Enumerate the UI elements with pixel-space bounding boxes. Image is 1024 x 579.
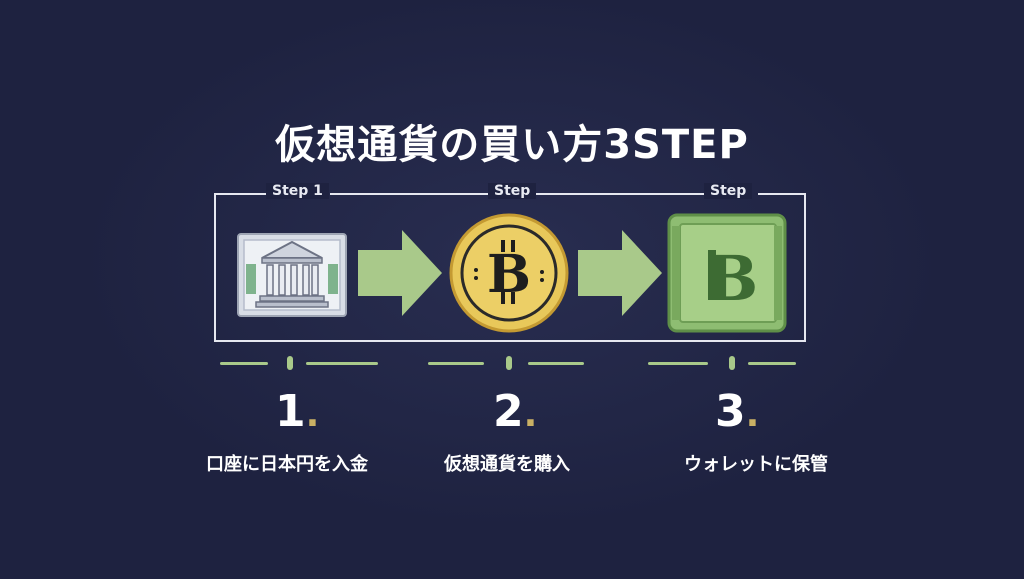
step-1-number: 1. (275, 386, 319, 437)
frame-top-segment (214, 193, 268, 195)
timeline-segment (528, 362, 584, 365)
step-2-number: 2. (493, 386, 537, 437)
number-dot: . (523, 394, 538, 435)
arrow-right-icon (578, 230, 662, 316)
bank-icon (237, 233, 347, 317)
timeline-marker (506, 356, 512, 370)
page-title: 仮想通貨の買い方3STEP (275, 122, 749, 168)
svg-text:B: B (487, 244, 531, 305)
wallet-icon: B (667, 213, 787, 333)
step-1-description: 口座に日本円を入金 (206, 454, 368, 475)
number-dot: . (305, 394, 320, 435)
step-3-label: Step (704, 183, 753, 199)
frame-top-segment (330, 193, 492, 195)
timeline-segment (428, 362, 484, 365)
frame-top-segment (534, 193, 708, 195)
step-1-label: Step 1 (266, 183, 329, 199)
step-3-number-text: 3 (715, 386, 746, 437)
step-1-number-text: 1 (275, 386, 306, 437)
frame-top-segment (758, 193, 804, 195)
timeline-segment (306, 362, 378, 365)
arrow-right-icon (358, 230, 442, 316)
timeline-marker (729, 356, 735, 370)
step-2-label: Step (488, 183, 537, 199)
step-2-description: 仮想通貨を購入 (444, 454, 570, 475)
timeline-marker (287, 356, 293, 370)
step-2-number-text: 2 (493, 386, 524, 437)
step-3-number: 3. (715, 386, 759, 437)
step-3-description: ウォレットに保管 (684, 454, 828, 475)
bitcoin-coin-icon: B (449, 213, 569, 333)
timeline-segment (748, 362, 796, 365)
number-dot: . (745, 394, 760, 435)
timeline-segment (220, 362, 268, 365)
steps-frame (214, 193, 806, 342)
timeline-segment (648, 362, 708, 365)
